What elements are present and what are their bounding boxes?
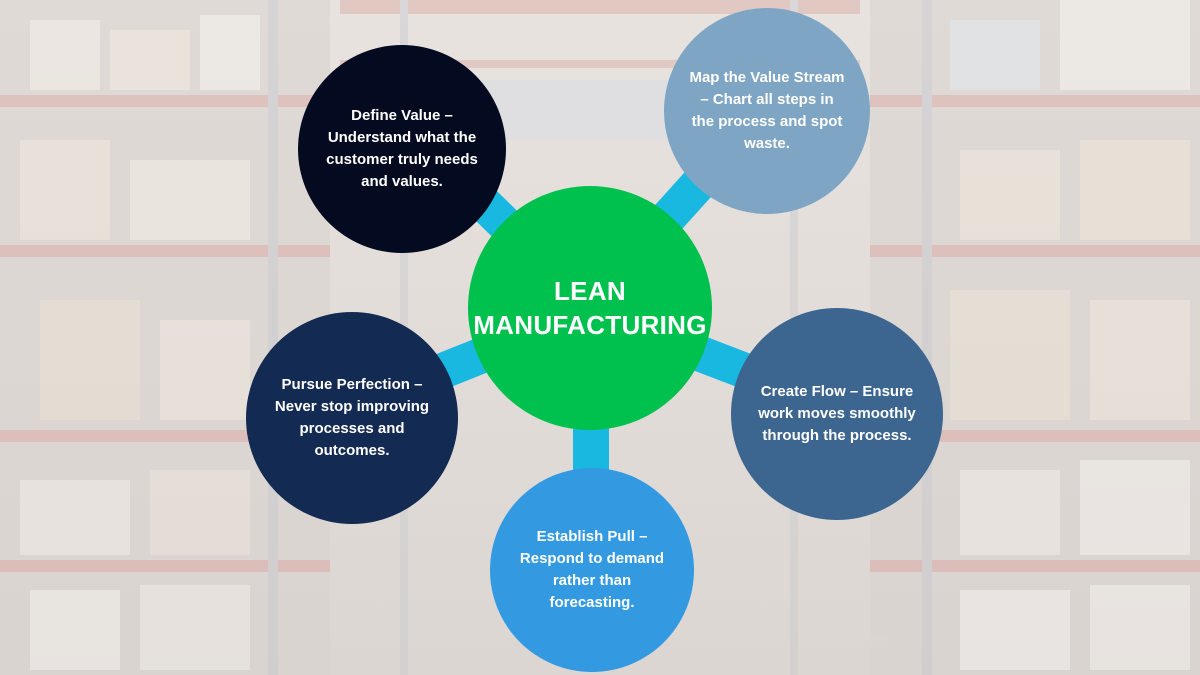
principle-text: Map the Value Stream – Chart all steps i… bbox=[689, 69, 845, 152]
principle-node-pursue-perfection: Pursue Perfection – Never stop improving… bbox=[246, 312, 458, 524]
principle-node-define-value: Define Value – Understand what the custo… bbox=[298, 45, 506, 253]
central-hub: LEAN MANUFACTURING bbox=[468, 186, 712, 430]
principle-text: Pursue Perfection – Never stop improving… bbox=[274, 376, 430, 459]
principle-text: Define Value – Understand what the custo… bbox=[326, 107, 478, 190]
principle-text: Create Flow – Ensure work moves smoothly… bbox=[758, 383, 916, 444]
principle-node-map-value-stream: Map the Value Stream – Chart all steps i… bbox=[664, 8, 870, 214]
hub-title: LEAN MANUFACTURING bbox=[473, 276, 707, 340]
principle-node-create-flow: Create Flow – Ensure work moves smoothly… bbox=[731, 308, 943, 520]
principle-text: Establish Pull – Respond to demand rathe… bbox=[519, 528, 665, 611]
principle-node-establish-pull: Establish Pull – Respond to demand rathe… bbox=[490, 468, 694, 672]
